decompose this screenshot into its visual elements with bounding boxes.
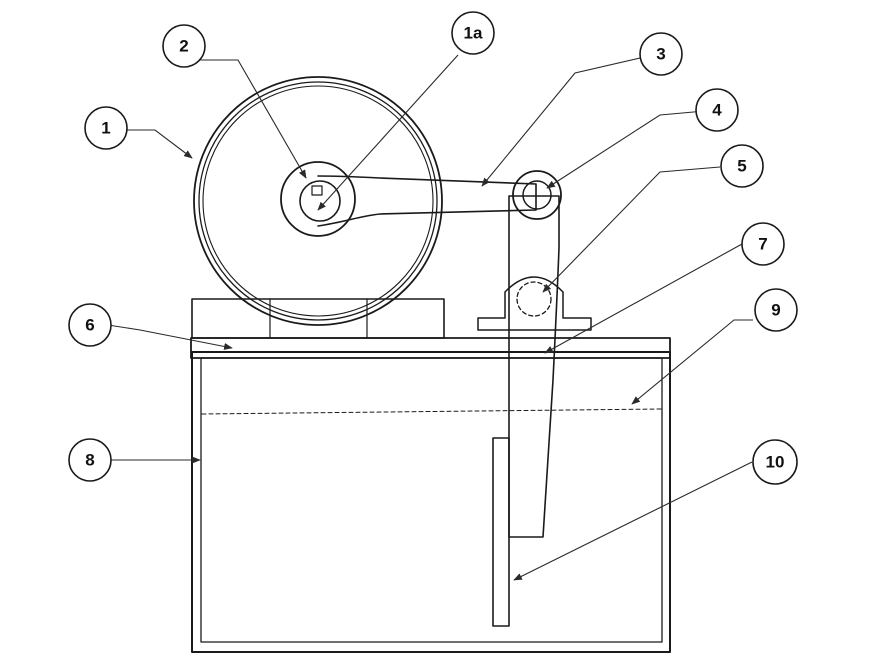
callout-4-label: 4 <box>712 101 722 120</box>
callout-5: 5 <box>720 144 764 188</box>
callout-2-label: 2 <box>179 37 188 56</box>
callout-3: 3 <box>639 32 683 76</box>
pivot-bearing-block <box>477 276 592 331</box>
callout-8-label: 8 <box>85 451 94 470</box>
base-plate <box>190 337 671 359</box>
liquid-level-line <box>201 408 662 415</box>
callout-1a-label: 1a <box>464 24 483 43</box>
callout-2: 2 <box>162 24 206 68</box>
callout-8: 8 <box>68 438 112 482</box>
shaft-key <box>311 185 323 196</box>
callout-1: 1 <box>84 106 128 150</box>
callout-7-label: 7 <box>758 235 767 254</box>
callout-3-label: 3 <box>656 45 665 64</box>
callout-1-label: 1 <box>101 119 110 138</box>
callout-7: 7 <box>741 222 785 266</box>
callout-6: 6 <box>68 303 112 347</box>
crank-hub <box>280 161 356 237</box>
tank <box>191 351 671 653</box>
callout-1a: 1a <box>451 11 495 55</box>
swing-lever <box>508 195 560 538</box>
callout-6-label: 6 <box>85 316 94 335</box>
paddle-plate <box>492 437 510 627</box>
callout-10-label: 10 <box>766 453 785 472</box>
callout-9: 9 <box>754 288 798 332</box>
connecting-rod <box>317 175 537 227</box>
callout-10: 10 <box>752 439 798 485</box>
callout-5-label: 5 <box>737 157 746 176</box>
callout-4: 4 <box>695 88 739 132</box>
leader-lines <box>107 54 753 581</box>
flywheel <box>193 76 443 326</box>
crank-pin <box>512 170 562 220</box>
pivot-pin <box>516 281 552 317</box>
callout-9-label: 9 <box>771 301 780 320</box>
motor-mount <box>191 298 445 339</box>
